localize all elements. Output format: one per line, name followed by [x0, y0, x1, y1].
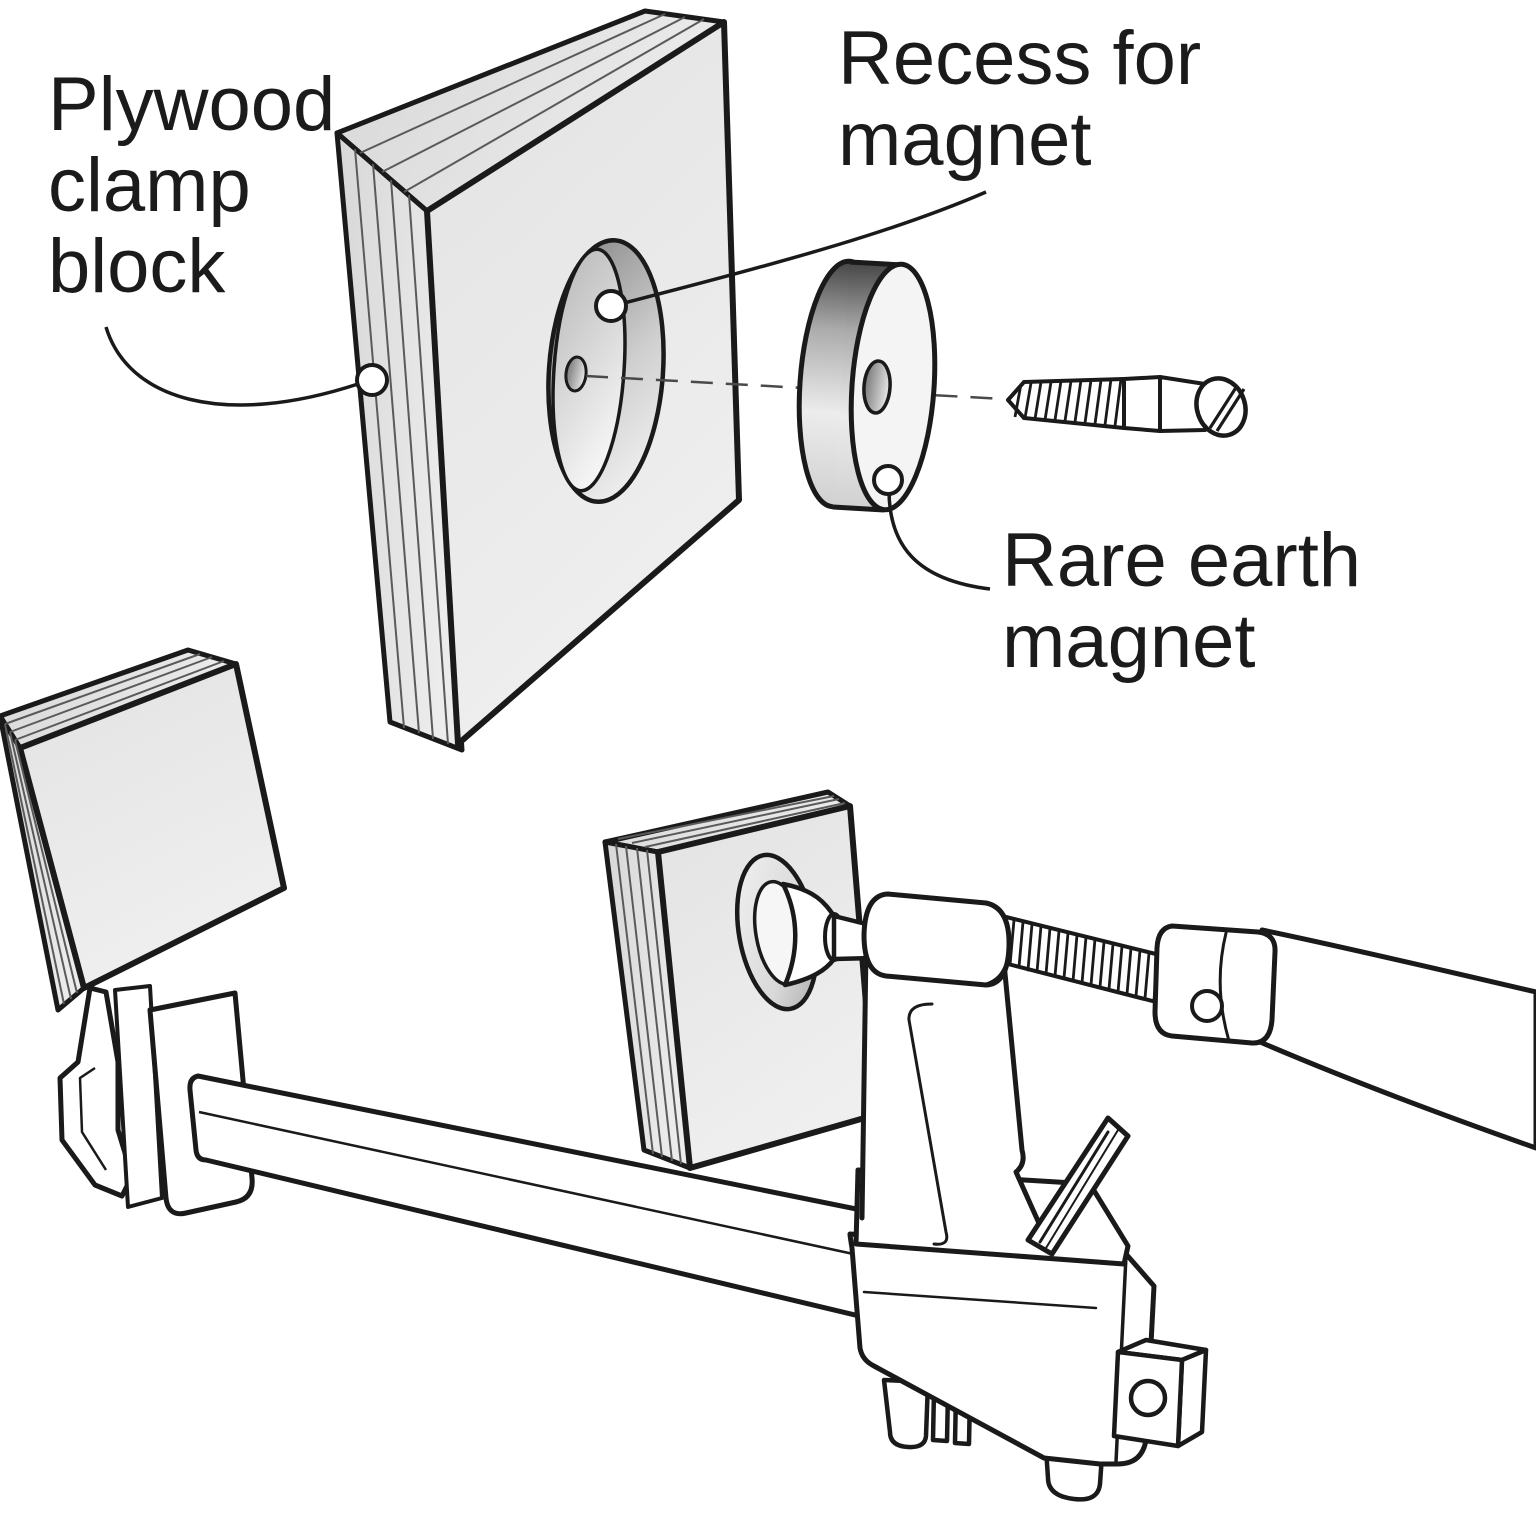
- boss-body: [861, 891, 1012, 988]
- arm-panel-line: [907, 1002, 949, 1246]
- ferrule-pin: [1190, 989, 1224, 1023]
- label-line: magnet: [838, 97, 1092, 182]
- pilot-hole: [564, 355, 588, 393]
- leader-plywood-block: [104, 326, 359, 407]
- label-line: magnet: [1002, 599, 1256, 684]
- leader-recess: [623, 190, 987, 305]
- leader-dot-recess: [594, 289, 628, 323]
- plywood-lamination-lines: [354, 13, 705, 745]
- label-recess-for-magnet: Recess for magnet: [838, 18, 1201, 180]
- right-block-laminations: [615, 795, 846, 1165]
- label-plywood-clamp-block: Plywood clamp block: [48, 64, 335, 307]
- bar-end-stop: [1111, 1337, 1209, 1449]
- label-line: Rare earth: [1002, 518, 1362, 603]
- clamp-screw-spindle: [1000, 914, 1170, 1006]
- plywood-clamp-block-upper: [334, 8, 742, 753]
- spindle-boss: [861, 891, 1012, 988]
- end-stop-hole: [1128, 1378, 1168, 1418]
- magnet-center-hole: [862, 359, 892, 415]
- bar-body: [187, 1073, 1013, 1355]
- fixed-jaw-inner-contour: [78, 1066, 108, 1171]
- clamp-movable-head: [780, 881, 1536, 1502]
- wood-screw: [1006, 375, 1248, 438]
- left-block-front-face: [17, 661, 287, 991]
- fixed-jaw-stepped-arm: [57, 985, 135, 1199]
- label-line: block: [48, 224, 226, 309]
- swivel-pad-bell: [780, 881, 837, 988]
- base-contour-line: [862, 1290, 1098, 1310]
- left-block-laminations: [4, 653, 225, 1005]
- label-rare-earth-magnet: Rare earth magnet: [1002, 520, 1361, 682]
- screw-smooth-shank: [1122, 375, 1162, 433]
- leader-rare-earth: [887, 489, 991, 591]
- label-line: Recess for: [838, 16, 1202, 101]
- release-lever: [1025, 1115, 1131, 1257]
- lever-line-1: [1038, 1130, 1110, 1244]
- screw-head-cone: [1158, 375, 1207, 433]
- base-left-foot: [881, 1377, 931, 1450]
- plywood-clamp-block-left: [0, 647, 287, 1013]
- boss-end-cap: [984, 902, 1011, 986]
- ferrule-body: [1152, 923, 1278, 1046]
- label-line: Plywood: [48, 62, 336, 147]
- label-line: clamp: [48, 143, 251, 228]
- lever-line-2: [1045, 1129, 1119, 1249]
- handle-ferrule: [1152, 923, 1278, 1046]
- leader-dot-magnet: [872, 464, 904, 496]
- arm-fill: [862, 950, 1042, 1232]
- screw-slot: [1208, 385, 1246, 432]
- magnet-face: [848, 261, 938, 513]
- plywood-clamp-block-right: [602, 789, 878, 1171]
- magnet-recess: [546, 238, 666, 504]
- leader-lines: [104, 190, 991, 591]
- ferrule-divider: [1218, 931, 1231, 1043]
- clamp-handle: [1257, 927, 1536, 1151]
- head-base-lower: [847, 1231, 1157, 1467]
- screw-threads: [1013, 378, 1123, 427]
- arm-right-edge: [1001, 960, 1045, 1233]
- head-arm: [859, 947, 1045, 1246]
- rare-earth-magnet: [796, 258, 938, 513]
- leader-dot-block-edge: [355, 363, 389, 397]
- arm-left-edge: [859, 947, 869, 1221]
